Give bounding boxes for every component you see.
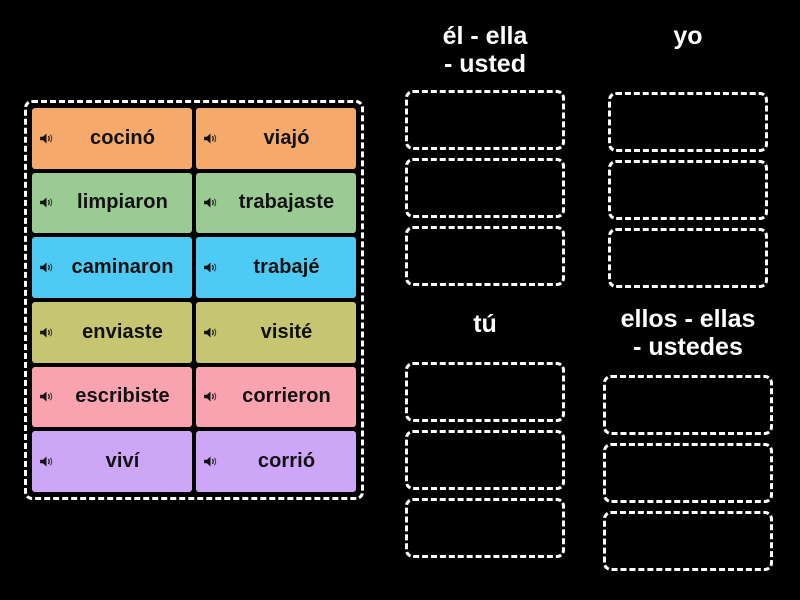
drop-slot-stack: [608, 92, 768, 288]
drop-slot[interactable]: [405, 90, 565, 150]
word-tile[interactable]: trabajé: [196, 237, 356, 298]
speaker-icon[interactable]: [38, 453, 55, 470]
category-ellos-ellas-ustedes: ellos - ellas - ustedes: [603, 305, 773, 571]
word-tile-label: corrieron: [242, 385, 331, 408]
speaker-icon[interactable]: [202, 388, 219, 405]
drop-slot-stack: [603, 375, 773, 571]
drop-slot[interactable]: [405, 158, 565, 218]
word-tile-label: corrió: [257, 450, 316, 473]
drop-slot[interactable]: [405, 226, 565, 286]
word-tile-label: escribiste: [75, 385, 170, 408]
category-yo: yo: [608, 22, 768, 288]
word-tile-tray: cocinó viajó limpiaron tra: [24, 100, 364, 500]
word-tile-label: caminaron: [71, 256, 174, 279]
drop-slot[interactable]: [405, 430, 565, 490]
category-title: yo: [673, 22, 703, 50]
category-title: tú: [473, 310, 497, 338]
drop-slot[interactable]: [608, 228, 768, 288]
word-tile[interactable]: viajó: [196, 108, 356, 169]
drop-slot[interactable]: [603, 443, 773, 503]
drop-slot[interactable]: [603, 375, 773, 435]
speaker-icon[interactable]: [202, 194, 219, 211]
word-tile-grid: cocinó viajó limpiaron tra: [32, 108, 356, 492]
word-tile[interactable]: cocinó: [32, 108, 192, 169]
category-el-ella-usted: él - ella - usted: [405, 22, 565, 286]
word-tile[interactable]: viví: [32, 431, 192, 492]
speaker-icon[interactable]: [38, 388, 55, 405]
speaker-icon[interactable]: [202, 453, 219, 470]
speaker-icon[interactable]: [38, 324, 55, 341]
speaker-icon[interactable]: [38, 259, 55, 276]
word-tile[interactable]: enviaste: [32, 302, 192, 363]
speaker-icon[interactable]: [202, 324, 219, 341]
word-tile-label: trabajé: [253, 256, 320, 279]
word-tile-label: enviaste: [82, 320, 163, 343]
category-tu: tú: [405, 310, 565, 558]
word-tile-label: viajó: [263, 126, 310, 149]
speaker-icon[interactable]: [38, 130, 55, 147]
drop-slot[interactable]: [608, 160, 768, 220]
word-tile-label: visité: [260, 320, 313, 343]
speaker-icon[interactable]: [38, 194, 55, 211]
word-tile[interactable]: escribiste: [32, 366, 192, 428]
speaker-icon[interactable]: [202, 130, 219, 147]
word-tile-label: cocinó: [89, 126, 156, 149]
word-tile[interactable]: corrió: [196, 431, 356, 492]
word-tile[interactable]: trabajaste: [196, 172, 356, 234]
word-tile[interactable]: limpiaron: [32, 172, 192, 234]
speaker-icon[interactable]: [202, 259, 219, 276]
drop-slot-stack: [405, 90, 565, 286]
word-tile[interactable]: visité: [196, 302, 356, 363]
word-tile-label: trabajaste: [238, 191, 335, 214]
drop-slot[interactable]: [608, 92, 768, 152]
drop-slot[interactable]: [405, 362, 565, 422]
drop-slot-stack: [405, 362, 565, 558]
drop-slot[interactable]: [405, 498, 565, 558]
category-title: él - ella - usted: [442, 22, 528, 78]
drop-slot[interactable]: [603, 511, 773, 571]
word-tile[interactable]: caminaron: [32, 237, 192, 298]
word-tile-label: viví: [105, 450, 140, 473]
category-title: ellos - ellas - ustedes: [620, 305, 756, 361]
word-tile[interactable]: corrieron: [196, 366, 356, 428]
word-tile-label: limpiaron: [77, 191, 168, 214]
